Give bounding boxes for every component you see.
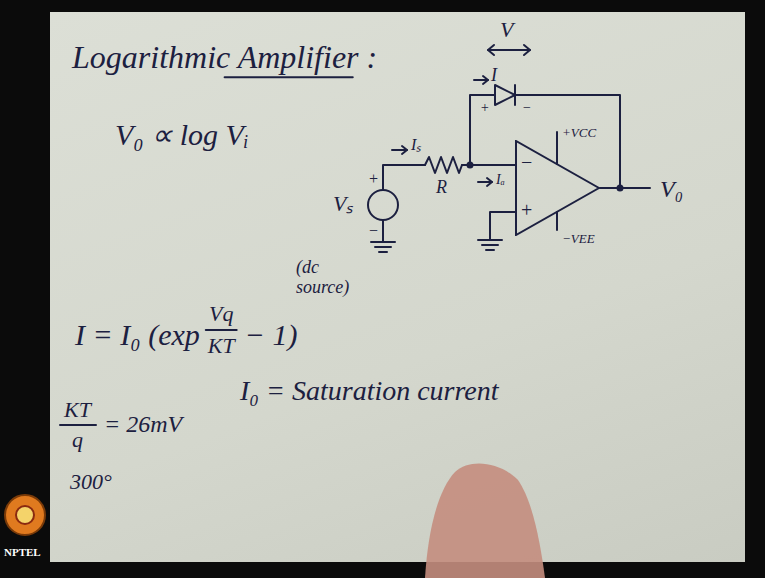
title-underline [225,76,353,78]
output-label: V₀ [660,176,683,202]
wire [470,95,495,165]
fraction-bar [60,424,96,426]
diode-symbol [495,85,515,105]
resistor-symbol [425,157,462,173]
current-arrow [392,76,492,186]
wire [383,165,425,190]
polarity-sign: − [522,100,531,115]
non-inverting-input-sign: + [521,200,532,220]
fraction-denominator: KT [208,334,235,358]
supply-label: −VEE [562,232,595,246]
definition-note: I₀ = Saturation current [240,376,499,407]
current-label: I [491,66,497,86]
source-note: (dc source) [296,258,368,298]
junction-dot [468,163,473,168]
temperature-note: 300° [70,470,112,494]
inverting-input-sign: − [521,152,532,172]
ground-symbol [478,240,502,250]
supply-label: +VCC [562,126,596,140]
fraction-numerator: KT [64,398,91,422]
diode-equation: − 1) [245,318,298,351]
wire [515,95,620,188]
paper-sheet [50,12,745,562]
current-label: Iₐ [496,172,505,187]
logo-text: NPTEL [4,546,41,558]
voltage-label: V [500,18,513,42]
resistor-label: R [436,178,447,198]
junction-dot [618,186,623,191]
polarity-sign: + [480,100,489,115]
wire [382,220,384,242]
current-label: Iₛ [411,136,421,154]
proportionality-statement: V₀ ∝ log Vᵢ [115,118,249,151]
value-note: = 26mV [104,411,182,437]
supply-wire [556,212,558,230]
hand [425,464,545,578]
dc-source-symbol [368,190,398,220]
ground-symbol [371,242,395,252]
fraction-bar [206,329,237,331]
voltage-arrow [488,45,530,55]
wire [490,212,515,240]
op-amp: −+ [515,140,600,236]
supply-wire [556,132,558,164]
polarity-sign: + [368,170,379,188]
wire [600,187,650,189]
fraction-numerator: Vq [209,302,233,326]
source-label: Vₛ [333,192,353,216]
diode-equation: I = I₀ (exp [75,318,200,351]
fraction-denominator: q [72,428,83,452]
nptel-logo [5,495,45,535]
polarity-sign: − [368,222,379,240]
title: Logarithmic Amplifier : [72,40,377,75]
